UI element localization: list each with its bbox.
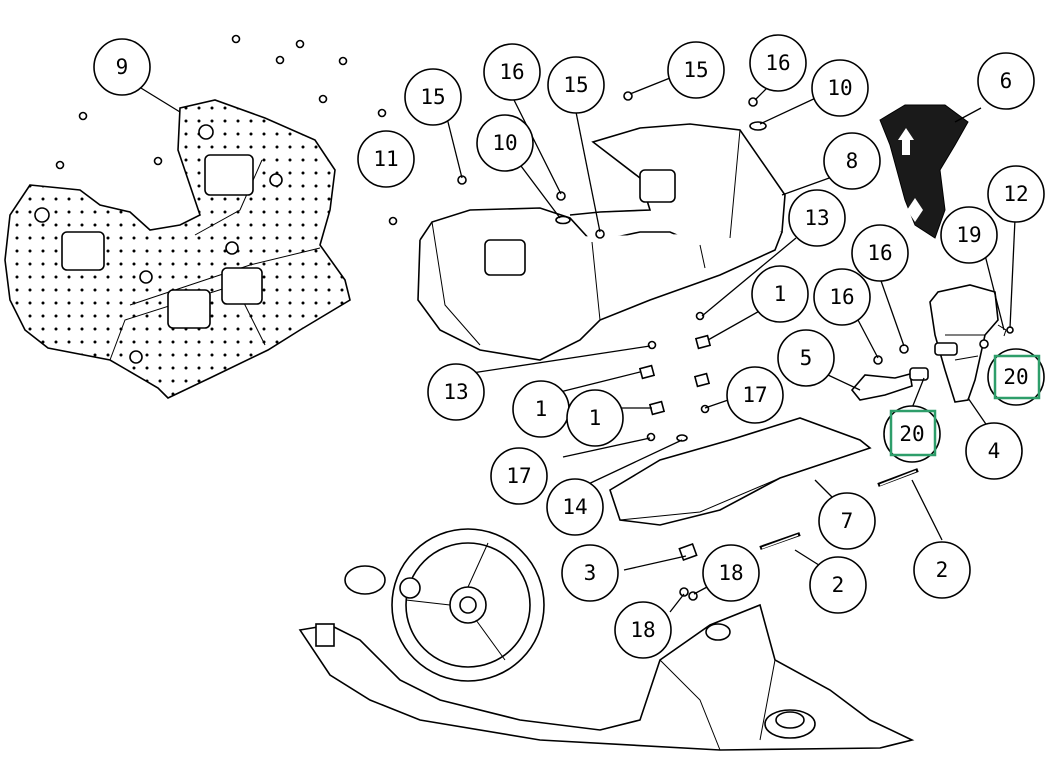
svg-text:19: 19 [956,223,981,247]
callout-10: 10 [811,59,869,117]
callout-15: 15 [667,41,725,99]
lever-plate-part [879,104,969,239]
callouts: 9 15 16 15 15 16 10 10 6 11 8 12 13 19 1… [93,34,1045,659]
svg-text:14: 14 [562,495,587,519]
callout-8: 8 [823,132,881,190]
svg-text:2: 2 [936,558,949,582]
svg-text:18: 18 [630,618,655,642]
callout-1: 1 [751,265,809,323]
callout-2: 2 [809,556,867,614]
callout-13: 13 [427,363,485,421]
svg-text:8: 8 [846,149,859,173]
callout-2: 2 [913,541,971,599]
mat-fasteners [55,34,398,226]
svg-text:15: 15 [563,73,588,97]
svg-text:20: 20 [899,422,924,446]
svg-text:16: 16 [867,241,892,265]
svg-text:15: 15 [683,58,708,82]
svg-text:13: 13 [804,206,829,230]
callout-16: 16 [813,268,871,326]
highlight-boxes [889,354,1041,457]
svg-text:1: 1 [535,397,548,421]
callout-6: 6 [977,52,1035,110]
callout-16: 16 [749,34,807,92]
callout-19: 19 [940,206,998,264]
callout-3: 3 [561,544,619,602]
svg-text:10: 10 [827,76,852,100]
highlight-box-20-center [889,409,937,457]
svg-text:11: 11 [373,147,398,171]
svg-text:16: 16 [499,60,524,84]
vehicle-body [298,528,915,751]
callout-11: 11 [357,130,415,188]
callout-15: 15 [547,56,605,114]
svg-text:18: 18 [718,561,743,585]
callout-17: 17 [726,366,784,424]
callout-18: 18 [614,601,672,659]
svg-text:15: 15 [420,85,445,109]
pin-parts [759,468,919,550]
svg-text:17: 17 [742,383,767,407]
callout-1: 1 [566,389,624,447]
highlight-box-20-right [993,354,1041,400]
svg-text:16: 16 [829,285,854,309]
svg-text:20: 20 [1003,365,1028,389]
callout-10: 10 [476,114,534,172]
svg-text:13: 13 [443,380,468,404]
svg-text:10: 10 [492,131,517,155]
callout-18: 18 [702,544,760,602]
clip-part [678,542,698,562]
svg-text:16: 16 [765,51,790,75]
svg-text:2: 2 [832,573,845,597]
seat-frame-part [417,123,786,361]
svg-text:9: 9 [116,55,129,79]
svg-text:5: 5 [800,346,813,370]
svg-text:3: 3 [584,561,597,585]
callout-13: 13 [788,189,846,247]
svg-text:4: 4 [988,439,1001,463]
bracket-assembly [850,284,1014,403]
callout-16: 16 [483,43,541,101]
callout-20: 20 [883,405,941,463]
leader-lines [135,77,1016,613]
svg-text:1: 1 [589,406,602,430]
callout-20: 20 [987,348,1045,406]
callout-15: 15 [404,68,462,126]
svg-text:7: 7 [841,509,854,533]
callout-16: 16 [851,224,909,282]
svg-text:1: 1 [774,282,787,306]
callout-12: 12 [987,165,1045,223]
svg-text:12: 12 [1003,182,1028,206]
callout-1: 1 [512,380,570,438]
svg-text:17: 17 [506,464,531,488]
callout-14: 14 [546,478,604,536]
svg-text:6: 6 [1000,69,1013,93]
callout-7: 7 [818,492,876,550]
callout-9: 9 [93,38,151,96]
callout-5: 5 [777,329,835,387]
floor-plate-part [609,417,872,526]
callout-17: 17 [490,447,548,505]
floor-mat-part [4,99,351,399]
callout-4: 4 [965,422,1023,480]
